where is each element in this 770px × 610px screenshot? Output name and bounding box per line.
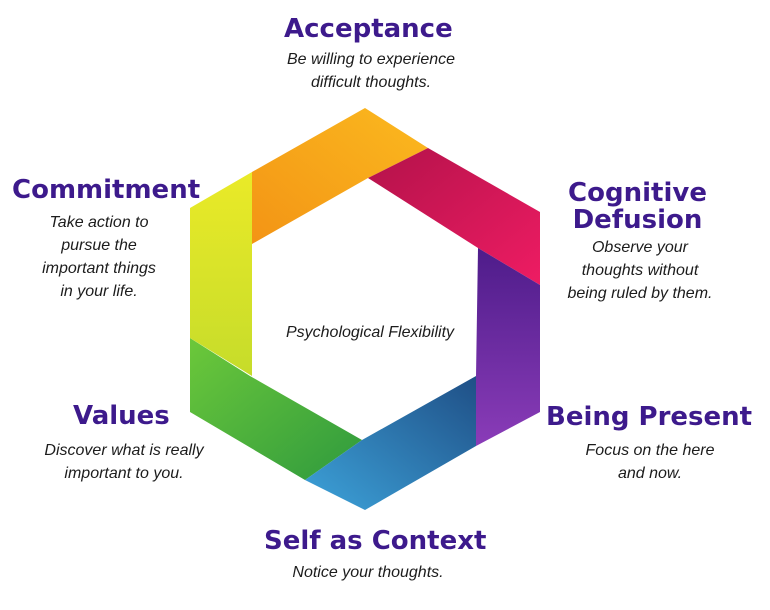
self-as-context-description: Notice your thoughts. <box>292 564 444 581</box>
acceptance-description: Be willing to experience difficult thoug… <box>286 51 456 91</box>
segment-self-as-context <box>305 376 476 510</box>
cognitive-defusion-title: Cognitive Defusion <box>568 178 707 235</box>
segment-cognitive-defusion <box>368 148 540 285</box>
values-description: Discover what is really important to you… <box>44 442 204 482</box>
segment-commitment <box>190 172 252 376</box>
center-label: Psychological Flexibility <box>285 324 455 341</box>
being-present-description: Focus on the here and now. <box>585 442 715 482</box>
cognitive-defusion-description: Observe your thoughts without being rule… <box>567 239 713 302</box>
acceptance-title: Acceptance <box>284 14 453 44</box>
segment-being-present <box>476 248 540 446</box>
segment-acceptance <box>252 108 428 244</box>
values-title: Values <box>73 401 170 431</box>
self-as-context-title: Self as Context <box>264 526 487 556</box>
commitment-title: Commitment <box>12 175 201 205</box>
commitment-description: Take action to pursue the important thin… <box>42 214 156 300</box>
being-present-title: Being Present <box>546 402 753 432</box>
segment-values <box>190 338 362 480</box>
